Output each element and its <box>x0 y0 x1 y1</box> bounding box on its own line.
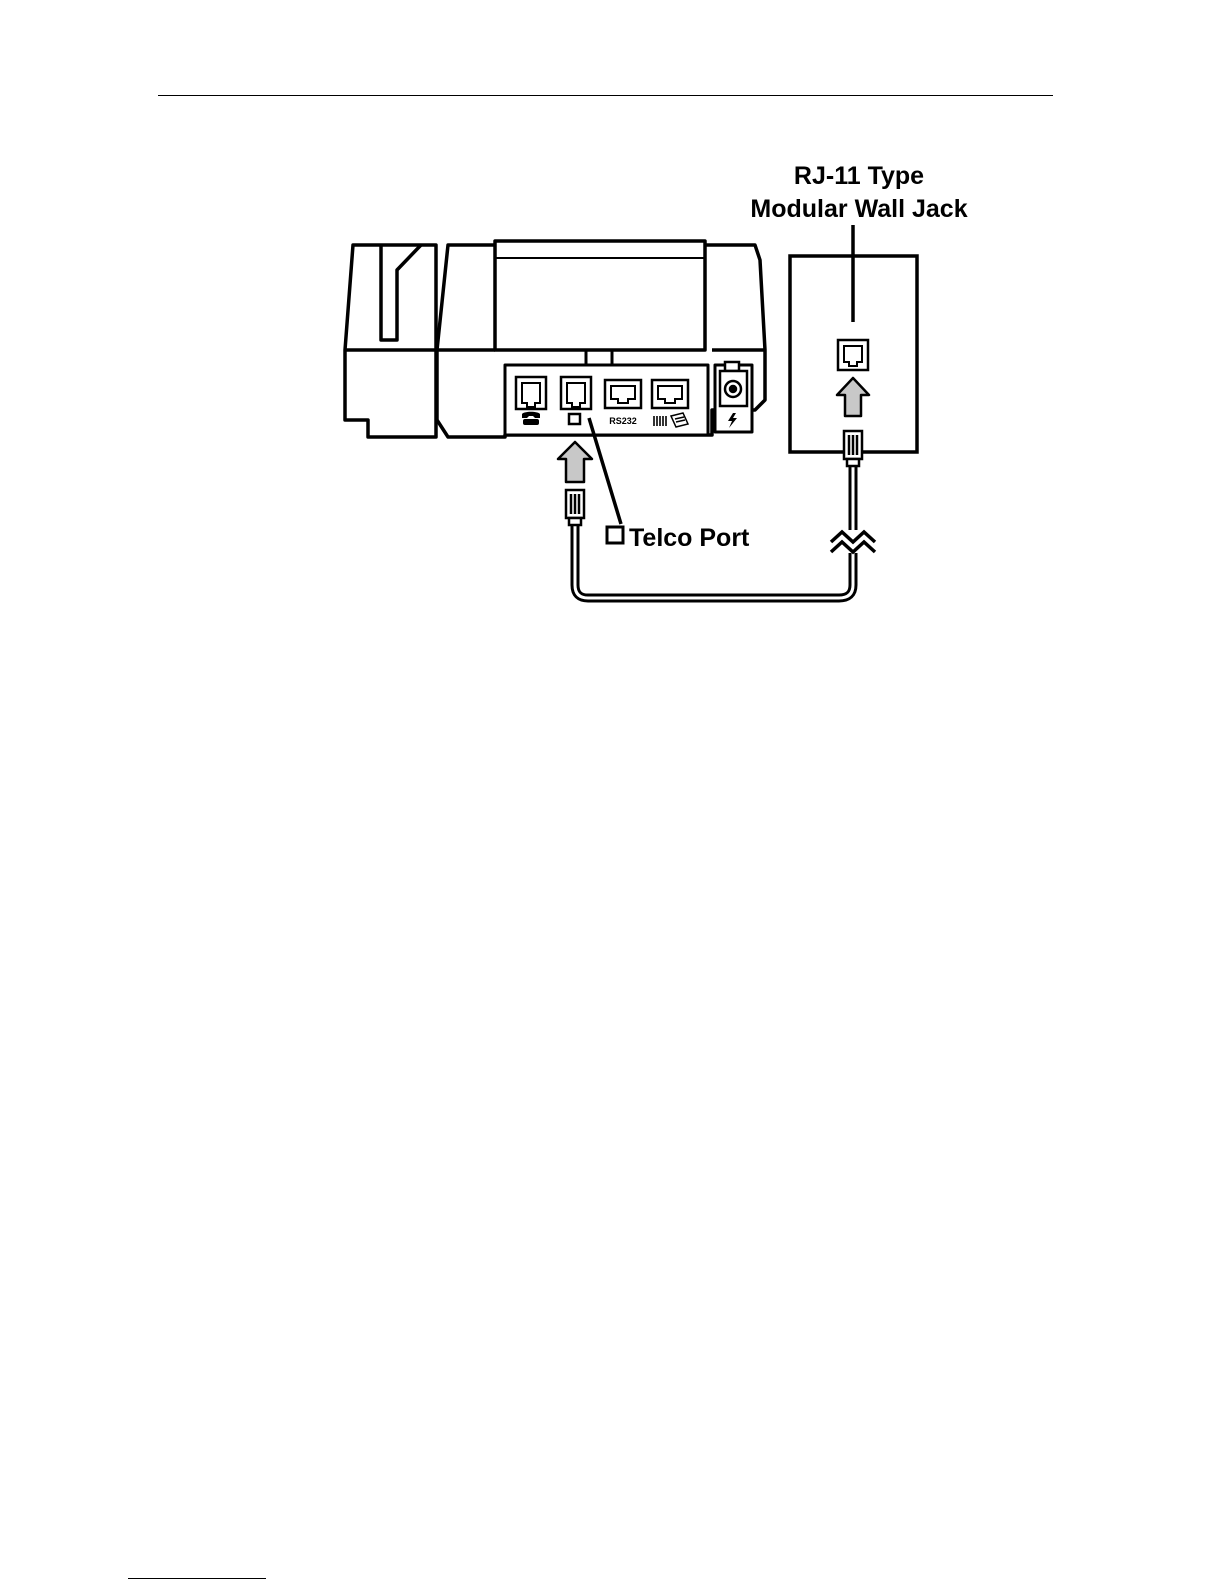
device-plug <box>566 490 584 525</box>
wall-jack-label-line1: RJ-11 Type <box>794 162 924 190</box>
device-arrow-icon <box>558 442 592 482</box>
wall-plug <box>844 431 862 466</box>
telco-square-icon <box>569 414 580 424</box>
rs232-port <box>605 380 641 408</box>
footer-rule <box>128 1578 266 1579</box>
wall-jack-socket <box>838 340 868 370</box>
phone-port <box>516 377 546 409</box>
telco-port-label: Telco Port <box>629 524 750 552</box>
pinpad-port <box>652 380 688 408</box>
rs232-label: RS232 <box>609 416 637 426</box>
telco-port <box>561 377 591 409</box>
telco-label-square-icon <box>607 527 623 543</box>
cable-break-icon <box>831 532 875 552</box>
wall-jack-label-line2: Modular Wall Jack <box>750 195 967 223</box>
terminal-device <box>345 241 765 437</box>
